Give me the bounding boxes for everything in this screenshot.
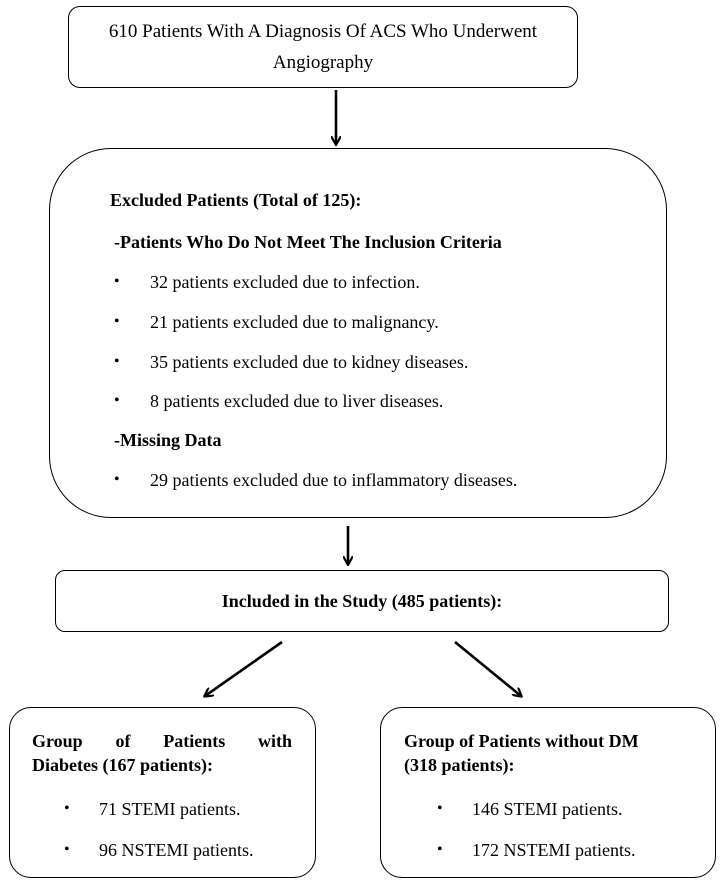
diabetes-group-title-line1: Group of Patients with <box>32 731 292 751</box>
exclusion-item-text: 29 patients excluded due to inflammatory… <box>150 470 518 490</box>
diabetes-group-box: Group of Patients with Diabetes (167 pat… <box>9 707 316 878</box>
excluded-title: Excluded Patients (Total of 125): <box>110 190 362 210</box>
group-item-text: 172 NSTEMI patients. <box>472 840 636 860</box>
bullet-icon: • <box>114 273 120 290</box>
bullet-icon: • <box>114 392 120 409</box>
bullet-icon: • <box>437 800 443 817</box>
group-item-text: 96 NSTEMI patients. <box>99 840 254 860</box>
diabetes-group-title-line2: Diabetes (167 patients): <box>32 755 213 775</box>
bullet-icon: • <box>114 353 120 370</box>
bullet-icon: • <box>437 841 443 858</box>
group-item-text: 146 STEMI patients. <box>472 799 623 819</box>
bullet-icon: • <box>64 841 70 858</box>
total-patients-box: 610 Patients With A Diagnosis Of ACS Who… <box>68 6 578 88</box>
non-diabetes-group-box: Group of Patients without DM (318 patien… <box>380 707 716 878</box>
excluded-patients-box: Excluded Patients (Total of 125): -Patie… <box>49 148 667 518</box>
non-diabetes-group-title-line1: Group of Patients without DM <box>404 731 639 751</box>
exclusion-item-text: 8 patients excluded due to liver disease… <box>150 391 444 411</box>
non-diabetes-group-title-line2: (318 patients): <box>404 755 515 775</box>
included-patients-box: Included in the Study (485 patients): <box>55 570 669 632</box>
bullet-icon: • <box>64 800 70 817</box>
missing-data-heading: -Missing Data <box>114 430 222 450</box>
exclusion-item-text: 21 patients excluded due to malignancy. <box>150 312 439 332</box>
arrow-included-to-left-group <box>205 640 283 696</box>
group-item-text: 71 STEMI patients. <box>99 799 241 819</box>
bullet-icon: • <box>114 313 120 330</box>
total-patients-text: 610 Patients With A Diagnosis Of ACS Who… <box>108 21 538 73</box>
included-patients-text: Included in the Study (485 patients): <box>221 590 503 611</box>
bullet-icon: • <box>114 471 120 488</box>
inclusion-criteria-heading: -Patients Who Do Not Meet The Inclusion … <box>114 232 502 252</box>
arrow-included-to-right-group <box>454 640 521 696</box>
exclusion-item-text: 35 patients excluded due to kidney disea… <box>150 352 469 372</box>
exclusion-item-text: 32 patients excluded due to infection. <box>150 272 420 292</box>
